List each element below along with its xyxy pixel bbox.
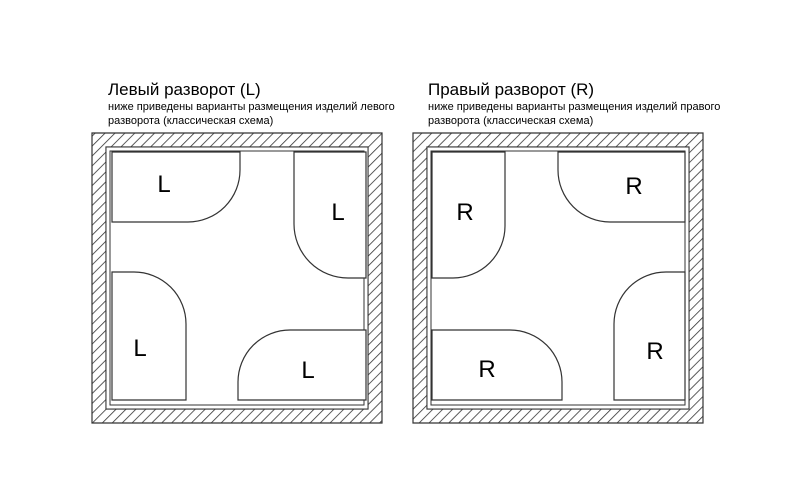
left-item-top-left-label: L: [157, 171, 170, 198]
left-panel-description: ниже приведены варианты размещения издел…: [108, 101, 395, 127]
left-item-bottom-right: [237, 329, 367, 401]
right-item-bottom-left: [431, 329, 563, 401]
left-item-bottom-left: [111, 271, 187, 401]
left-item-bottom-right-label: L: [301, 357, 314, 384]
left-item-bottom-left-label: L: [133, 335, 146, 362]
right-item-top-left: [431, 151, 506, 279]
right-item-top-left-label: R: [456, 199, 473, 226]
right-item-top-right-label: R: [625, 173, 642, 200]
right-panel-description: ниже приведены варианты размещения издел…: [428, 101, 721, 127]
left-item-top-right: [293, 151, 367, 279]
right-panel-header: Правый разворот (R) ниже приведены вариа…: [428, 80, 728, 128]
left-panel-title: Левый разворот (L): [108, 80, 261, 99]
right-panel-title: Правый разворот (R): [428, 80, 595, 99]
left-room: L L L L: [91, 132, 383, 424]
right-item-bottom-right-label: R: [646, 338, 663, 365]
right-item-bottom-left-label: R: [478, 356, 495, 383]
right-item-bottom-right: [613, 271, 686, 401]
left-panel-header: Левый разворот (L) ниже приведены вариан…: [108, 80, 408, 128]
left-item-top-right-label: L: [331, 199, 344, 226]
right-item-top-right: [557, 151, 686, 223]
left-item-top-left: [111, 151, 241, 223]
right-room: R R R R: [412, 132, 704, 424]
